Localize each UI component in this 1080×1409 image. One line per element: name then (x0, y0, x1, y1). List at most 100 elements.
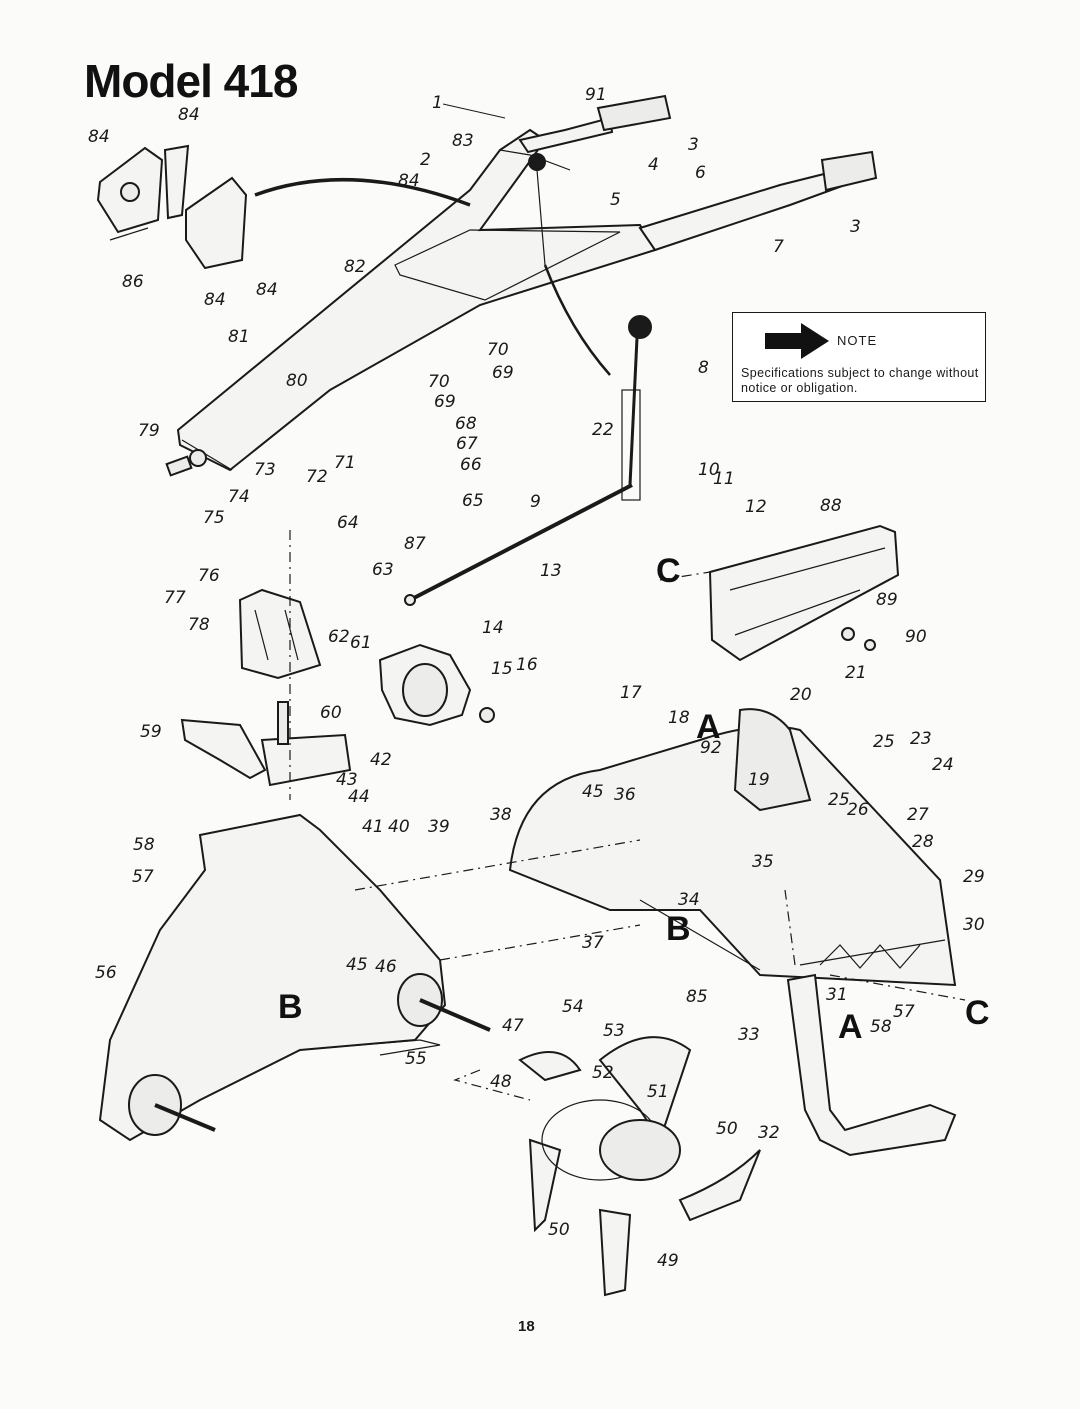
callout-77: 77 (164, 588, 186, 608)
note-box: NOTE Specifications subject to change wi… (732, 312, 986, 402)
callout-33: 33 (738, 1025, 760, 1045)
handlebar-assembly (165, 94, 878, 477)
callout-44: 44 (348, 787, 370, 807)
callout-13: 13 (540, 561, 562, 581)
callout-56: 56 (95, 963, 117, 983)
callout-67: 67 (456, 434, 478, 454)
callout-40: 40 (388, 817, 410, 837)
callout-24: 24 (932, 755, 954, 775)
callout-41: 41 (362, 817, 384, 837)
callout-50a: 50 (716, 1119, 738, 1139)
callout-51: 51 (647, 1082, 669, 1102)
tine-assembly (518, 1036, 761, 1297)
part-callouts: 1 2 3 3 4 5 6 7 8 9 10 11 12 13 14 15 16… (88, 85, 985, 1271)
callout-46: 46 (375, 957, 397, 977)
callout-78: 78 (188, 615, 210, 635)
callout-9: 9 (530, 492, 541, 512)
callout-80: 80 (286, 371, 308, 391)
callout-30: 30 (963, 915, 985, 935)
callout-86: 86 (122, 272, 144, 292)
callout-6: 6 (695, 163, 706, 183)
callout-28: 28 (912, 832, 934, 852)
callout-57b: 57 (893, 1002, 915, 1022)
page-number: 18 (518, 1318, 535, 1335)
note-label: NOTE (837, 333, 878, 348)
callout-89: 89 (876, 590, 898, 610)
callout-71: 71 (334, 453, 356, 473)
marker-b-right: B (666, 910, 691, 948)
callout-70b: 70 (428, 372, 450, 392)
callout-18: 18 (668, 708, 690, 728)
depth-bar (786, 973, 957, 1157)
callout-7: 7 (773, 237, 784, 257)
callout-74: 74 (228, 487, 250, 507)
control-bracket-parts (96, 144, 248, 270)
callout-60: 60 (320, 703, 342, 723)
callout-4: 4 (648, 155, 659, 175)
callout-11: 11 (713, 469, 735, 489)
callout-69b: 69 (434, 392, 456, 412)
callout-3b: 3 (850, 217, 861, 237)
callout-45b: 45 (346, 955, 368, 975)
callout-55: 55 (405, 1049, 427, 1069)
callout-32: 32 (758, 1123, 780, 1143)
callout-16: 16 (516, 655, 538, 675)
callout-90: 90 (905, 627, 927, 647)
callout-87: 87 (404, 534, 426, 554)
shift-lever-assembly (404, 315, 652, 606)
callout-76: 76 (198, 566, 220, 586)
callout-84c: 84 (398, 171, 420, 191)
callout-21: 21 (845, 663, 867, 683)
callout-81: 81 (228, 327, 250, 347)
marker-a-upper: A (696, 708, 721, 746)
tine-shield (508, 708, 957, 987)
mounting-bracket (238, 588, 322, 680)
callout-36: 36 (614, 785, 636, 805)
callout-1: 1 (432, 93, 443, 113)
marker-c-upper: C (656, 552, 681, 590)
transmission-frame (98, 813, 491, 1142)
callout-64: 64 (337, 513, 359, 533)
callout-58a: 58 (133, 835, 155, 855)
callout-15: 15 (491, 659, 513, 679)
callout-34: 34 (678, 890, 700, 910)
callout-65: 65 (462, 491, 484, 511)
callout-35: 35 (752, 852, 774, 872)
callout-75: 75 (203, 508, 225, 528)
callout-27: 27 (907, 805, 929, 825)
callout-25a: 25 (873, 732, 895, 752)
callout-58b: 58 (870, 1017, 892, 1037)
callout-66: 66 (460, 455, 482, 475)
callout-49: 49 (657, 1251, 679, 1271)
callout-63: 63 (372, 560, 394, 580)
callout-5: 5 (610, 190, 621, 210)
callout-83: 83 (452, 131, 474, 151)
callout-69a: 69 (492, 363, 514, 383)
callout-62: 62 (328, 627, 350, 647)
callout-73: 73 (254, 460, 276, 480)
callout-53: 53 (603, 1021, 625, 1041)
callout-37: 37 (582, 933, 604, 953)
callout-8: 8 (698, 358, 709, 378)
gear-housing (378, 643, 495, 727)
callout-61: 61 (350, 633, 372, 653)
callout-3a: 3 (688, 135, 699, 155)
callout-23: 23 (910, 729, 932, 749)
callout-29: 29 (963, 867, 985, 887)
callout-68: 68 (455, 414, 477, 434)
callout-14: 14 (482, 618, 504, 638)
right-arrow-icon (765, 323, 829, 359)
callout-82: 82 (344, 257, 366, 277)
page-title: Model 418 (84, 55, 298, 107)
plate-c (708, 524, 900, 662)
callout-84e: 84 (256, 280, 278, 300)
callout-70a: 70 (487, 340, 509, 360)
callout-84a: 84 (178, 105, 200, 125)
note-text: Specifications subject to change without… (741, 366, 979, 395)
callout-26: 26 (847, 800, 869, 820)
callout-25b: 25 (828, 790, 850, 810)
callout-20: 20 (790, 685, 812, 705)
callout-84d: 84 (204, 290, 226, 310)
callout-43: 43 (336, 770, 358, 790)
